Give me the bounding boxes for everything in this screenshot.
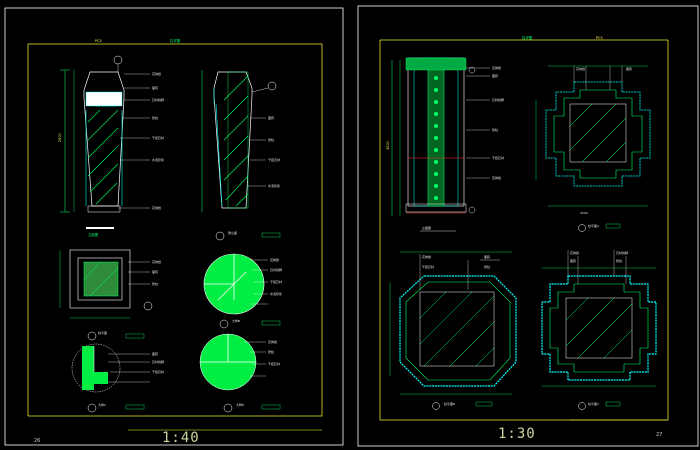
svg-text:砼柱: 砼柱 [268,349,274,354]
plan-c: 花岗岩 面砖 石材线脚 砼柱 柱平面C [541,250,657,410]
svg-text:水泥砂浆: 水泥砂浆 [270,291,282,296]
right-header-title: 柱详图 [522,35,533,40]
svg-text:面砖: 面砖 [626,66,632,71]
svg-text:面砖: 面砖 [152,351,158,356]
svg-text:干挂石材: 干挂石材 [270,279,282,284]
left-sheet-border [4,7,344,446]
svg-text:柱平面C: 柱平面C [588,401,599,406]
svg-text:花岗岩: 花岗岩 [492,175,501,180]
svg-text:3000: 3000 [386,141,390,150]
right-header-code: PC3 [596,36,603,40]
right-sheet-border [357,5,699,447]
svg-text:石材线脚: 石材线脚 [616,250,628,255]
svg-text:砼柱: 砼柱 [152,115,158,120]
column-plan: 花岗岩 面砖 砼柱 柱平面 [59,249,161,341]
svg-text:大样B: 大样B [232,318,240,323]
svg-text:花岗岩: 花岗岩 [492,65,501,70]
svg-text:水泥砂浆: 水泥砂浆 [152,157,164,162]
svg-text:面砖: 面砖 [152,85,158,90]
svg-text:大样C: 大样C [98,402,106,407]
svg-text:面砖: 面砖 [492,73,498,78]
svg-text:花岗岩: 花岗岩 [152,259,161,264]
left-header-title: 柱详图 [170,38,181,43]
svg-text:面砖: 面砖 [152,269,158,274]
detail-c: 面砖 石材线脚 干挂石材 大样C [71,343,164,413]
svg-text:面砖: 面砖 [484,254,490,259]
right-scale-label: 1:30 [498,426,536,442]
side-elevation: 面砖 砼柱 干挂石材 水泥砂浆 侧立面 [201,70,281,241]
svg-text:干挂石材: 干挂石材 [152,135,164,140]
svg-text:水泥砂浆: 水泥砂浆 [268,183,280,188]
svg-text:花岗岩: 花岗岩 [270,257,279,262]
svg-text:大样D: 大样D [236,402,245,407]
svg-text:石材线脚: 石材线脚 [492,97,504,102]
left-page-number: 26 [34,438,41,444]
svg-text:柱平面B: 柱平面B [444,401,455,406]
svg-text:砼柱: 砼柱 [268,137,274,142]
svg-text:柱平面A: 柱平面A [588,223,600,228]
svg-text:立面图: 立面图 [422,225,431,230]
svg-text:面砖: 面砖 [570,258,576,263]
svg-text:花岗岩: 花岗岩 [152,71,161,76]
svg-text:3000: 3000 [580,211,588,215]
svg-text:干挂石材: 干挂石材 [492,155,504,160]
right-page-number: 27 [656,432,663,438]
svg-text:侧立面: 侧立面 [228,230,237,235]
svg-text:花岗岩: 花岗岩 [570,250,579,255]
svg-text:砼柱: 砼柱 [492,127,498,132]
svg-text:干挂石材: 干挂石材 [268,361,280,366]
svg-text:干挂石材: 干挂石材 [152,369,164,374]
svg-text:砼柱: 砼柱 [484,264,490,269]
svg-text:柱平面: 柱平面 [98,330,107,335]
svg-text:石材线脚: 石材线脚 [152,359,164,364]
front-elevation: 2500 花岗岩 面砖 石材线脚 砼 [58,55,164,237]
svg-text:干挂石材: 干挂石材 [422,264,434,269]
svg-text:花岗岩: 花岗岩 [152,205,161,210]
svg-text:2500: 2500 [58,133,62,142]
left-scale-label: 1:40 [162,430,200,446]
svg-text:砼柱: 砼柱 [152,281,158,286]
svg-text:石材线脚: 石材线脚 [270,267,282,272]
svg-text:花岗岩: 花岗岩 [576,66,585,71]
svg-text:立面图: 立面图 [88,232,99,237]
svg-text:干挂石材: 干挂石材 [268,157,280,162]
detail-d: 花岗岩 砼柱 干挂石材 大样D [199,333,281,413]
left-header-code: PC3 [95,39,102,43]
svg-text:面砖: 面砖 [268,115,274,120]
svg-text:花岗岩: 花岗岩 [268,339,277,344]
detail-b: 花岗岩 石材线脚 干挂石材 水泥砂浆 大样B [203,253,282,329]
svg-text:砼柱: 砼柱 [616,258,622,263]
left-title-frame [27,43,323,417]
svg-text:石材线脚: 石材线脚 [152,97,164,102]
svg-text:花岗岩: 花岗岩 [422,254,431,259]
right-elevation: 3000 花岗岩 面砖 石材线脚 砼柱 干挂石材 花岗岩 立面图 [386,57,504,232]
plan-a: 花岗岩 面砖 3000 柱平面A [535,65,651,232]
right-title-frame [379,39,669,421]
plan-b: 花岗岩 干挂石材 面砖 砼柱 柱平面B [389,251,517,410]
